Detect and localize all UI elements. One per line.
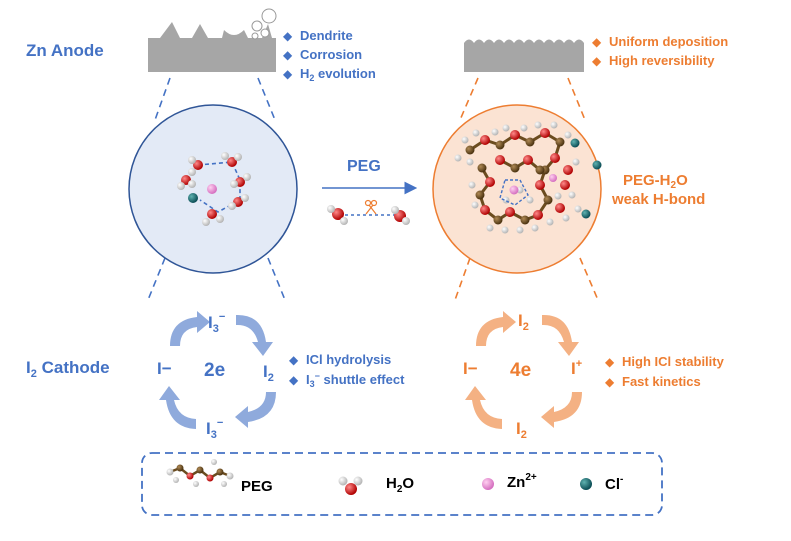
zn-ion-icon (509, 185, 519, 195)
bullet-dendrite: Dendrite (300, 28, 353, 43)
legend-h2o-label: H2O (386, 475, 414, 495)
cycle-left-top: I3− (208, 311, 225, 335)
cathode-left-bullets: ◆ ICl hydrolysis ◆ I3− shuttle effect (289, 352, 405, 389)
peg-water-cluster (454, 121, 602, 234)
bullet-icl-stability: High ICl stability (622, 354, 725, 369)
legend-peg-label: PEG (241, 478, 273, 495)
bullet-diamond-icon: ◆ (605, 375, 615, 389)
cycle-right-center: 4e (510, 360, 531, 381)
bullet-diamond-icon: ◆ (283, 67, 293, 81)
i2-cathode-label: I2 Cathode (26, 358, 110, 380)
zn-anode-label: Zn Anode (26, 41, 104, 60)
cathode-right-bullets: ◆ High ICl stability ◆ Fast kinetics (605, 354, 725, 389)
cycle-right-right: I+ (571, 358, 582, 378)
zn-ion-icon (207, 184, 217, 194)
cycle-right-bottom: I2 (516, 419, 527, 441)
legend-cl-ion-icon (580, 478, 592, 490)
bullet-corrosion: Corrosion (300, 47, 362, 62)
cycle-right-top: I2 (518, 311, 529, 333)
right-cycle-labels: I2 I− I+ I2 4e (463, 311, 582, 441)
zn-ion-icon (549, 174, 557, 182)
cycle-left-center: 2e (204, 360, 225, 381)
cycle-left-left: I− (157, 359, 172, 378)
bullet-shuttle-effect: I3− shuttle effect (306, 371, 405, 389)
legend-cl-label: Cl- (605, 474, 623, 493)
legend-zn-label: Zn2+ (507, 472, 537, 491)
peg-arrow-label: PEG (347, 158, 381, 175)
legend-peg-icon (166, 459, 234, 487)
hydrogen-bubbles-icon (251, 8, 277, 40)
anode-left-bullets: ◆ Dendrite ◆ Corrosion ◆ H2 evolution (283, 28, 376, 83)
cycle-right-left: I− (463, 359, 478, 378)
legend-box (141, 452, 663, 516)
dendrite-surface (148, 22, 276, 72)
bullet-uniform-deposition: Uniform deposition (609, 34, 728, 49)
zn-solvation-cluster (177, 152, 251, 226)
cycle-left-bottom: I3− (206, 417, 223, 441)
bullet-diamond-icon: ◆ (592, 35, 602, 49)
peg-carbon-atoms (465, 137, 565, 225)
chloride-ion-icon (188, 193, 198, 203)
peg-oxygen-atoms (480, 128, 573, 220)
chloride-ion-icon (570, 138, 580, 148)
bullet-diamond-icon: ◆ (605, 355, 615, 369)
left-cycle-labels: I3− I− I2 I3− 2e (157, 311, 274, 441)
weak-hbond-label: weak H-bond (611, 191, 705, 208)
bullet-diamond-icon: ◆ (283, 29, 293, 43)
bullet-icl-hydrolysis: ICl hydrolysis (306, 352, 391, 367)
peg-hydrogen-atoms (454, 121, 580, 234)
bullet-high-reversibility: High reversibility (609, 53, 715, 68)
chloride-ion-icon (581, 209, 591, 219)
bullet-diamond-icon: ◆ (592, 54, 602, 68)
peg-h2o-label: PEG-H2O (623, 172, 688, 191)
hbond-break-illustration (327, 199, 410, 225)
bullet-diamond-icon: ◆ (289, 373, 299, 387)
anode-right-bullets: ◆ Uniform deposition ◆ High reversibilit… (592, 34, 728, 68)
left-cycle-arrows (159, 311, 276, 429)
bullet-fast-kinetics: Fast kinetics (622, 374, 701, 389)
legend-water-icon (338, 476, 363, 495)
cycle-left-right: I2 (263, 362, 274, 384)
bullet-diamond-icon: ◆ (289, 353, 299, 367)
uniform-surface (464, 39, 584, 72)
water-molecule-icon (177, 152, 251, 226)
bullet-h2-evolution: H2 evolution (300, 66, 376, 83)
right-cycle-arrows (465, 311, 582, 429)
legend-zn-ion-icon (482, 478, 494, 490)
scissors-icon (364, 199, 378, 215)
zoom-lines (147, 77, 599, 301)
chloride-ion-icon (592, 160, 602, 170)
bullet-diamond-icon: ◆ (283, 48, 293, 62)
